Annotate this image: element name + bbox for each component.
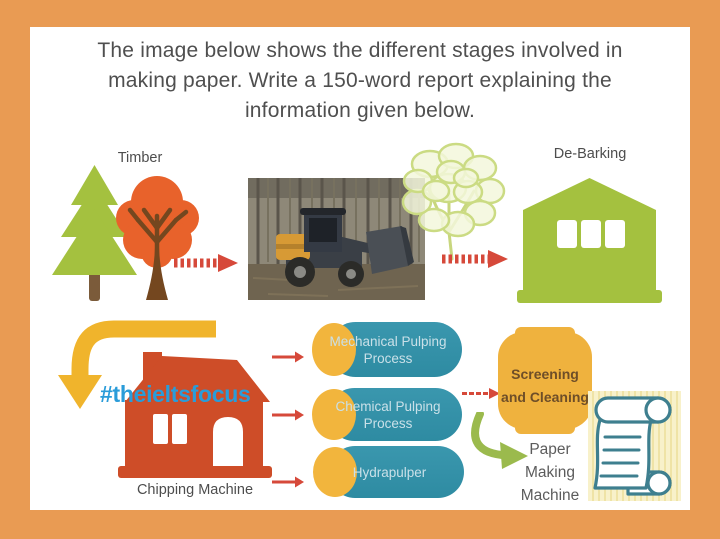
chemical-pulping-cylinder: Chemical Pulping Process xyxy=(312,388,462,441)
mechanical-pulping-label: Mechanical Pulping Process xyxy=(329,333,447,366)
screening-blob: Screening and Cleaning xyxy=(497,327,593,434)
screening-label: Screening and Cleaning xyxy=(501,365,589,405)
task-prompt: The image below shows the different stag… xyxy=(60,36,660,126)
debarking-label: De-Barking xyxy=(553,146,627,162)
cylinder-cap xyxy=(313,447,357,497)
prompt-line-2: making paper. Write a 150-word report ex… xyxy=(108,69,612,92)
screening-blob-shape xyxy=(498,327,592,434)
arrow-to-chemical-icon xyxy=(272,409,304,421)
mechanical-pulping-cylinder: Mechanical Pulping Process xyxy=(312,322,462,377)
dashed-arrow-timber-to-loader-icon xyxy=(174,254,238,272)
deciduous-tree-icon xyxy=(116,176,199,300)
dashed-arrow-loader-to-debarking-icon xyxy=(442,250,508,268)
cylinder-cap xyxy=(312,323,356,376)
arrow-to-screening-icon xyxy=(462,388,500,399)
curved-arrow-down-icon xyxy=(58,320,216,409)
chipping-machine-icon xyxy=(118,352,272,478)
paper-making-machine-label: Paper Making Machine xyxy=(520,441,580,504)
hydrapulper-cylinder: Hydrapulper xyxy=(313,446,464,498)
watermark-text: #theieltsfocus xyxy=(100,381,251,407)
loader-photo xyxy=(248,178,425,300)
leafy-tree-sketch-icon xyxy=(401,142,506,261)
hydrapulper-label: Hydrapulper xyxy=(352,464,427,480)
paper-scroll-icon xyxy=(593,396,672,496)
chemical-pulping-label: Chemical Pulping Process xyxy=(335,398,441,431)
curved-arrow-green-icon xyxy=(471,412,528,469)
timber-label: Timber xyxy=(117,150,163,166)
loader-vehicle xyxy=(276,208,414,287)
arrow-to-hydrapulper-icon xyxy=(272,476,304,488)
cylinder-cap xyxy=(312,389,356,440)
arrow-to-mechanical-icon xyxy=(272,351,304,363)
chipping-machine-label: Chipping Machine xyxy=(136,482,254,498)
pine-tree-icon xyxy=(52,165,137,301)
prompt-line-1: The image below shows the different stag… xyxy=(97,39,623,62)
debarking-building-icon xyxy=(517,178,662,303)
prompt-line-3: information given below. xyxy=(244,99,476,122)
